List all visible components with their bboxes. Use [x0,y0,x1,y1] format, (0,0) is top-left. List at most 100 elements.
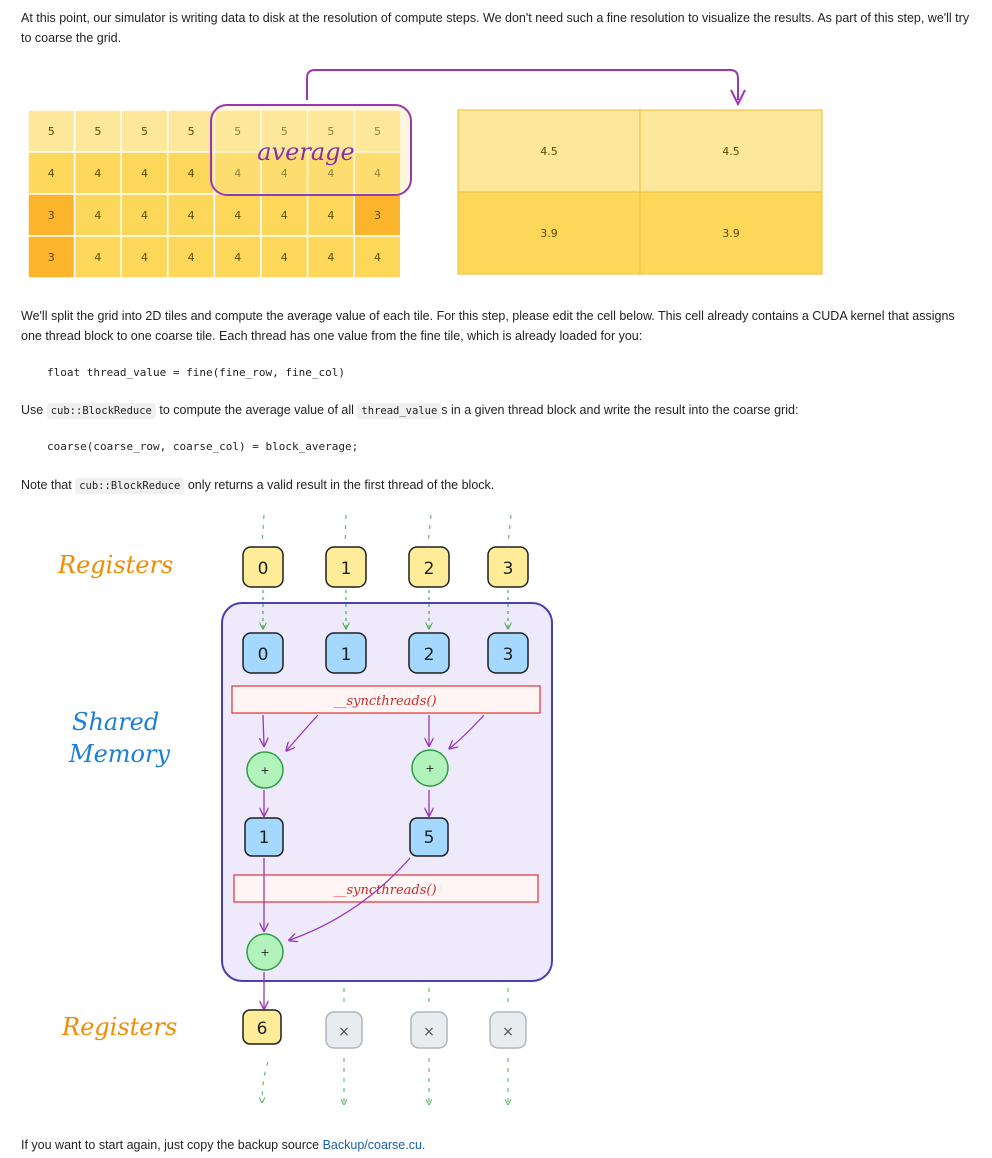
code-cub-blockreduce: cub::BlockReduce [46,403,156,419]
result-register [242,1009,282,1045]
plus-node-1 [246,751,284,789]
fine-cell-value: 5 [48,125,55,138]
fine-cell [73,193,122,237]
coarse-cell [639,191,823,275]
fine-cell-value: 5 [188,125,195,138]
use-paragraph: Use cub::BlockReduce to compute the aver… [21,400,971,421]
code-thread-value: float thread_value = fine(fine_row, fine… [47,366,346,379]
register-value: 1 [341,559,352,579]
fine-cell-value: 4 [234,251,241,264]
fine-cell-value: 4 [48,167,55,180]
fine-cell-value: 5 [327,125,334,138]
fine-cell-value: 4 [374,251,381,264]
shared-value: 2 [424,645,435,665]
fine-cell [120,193,169,237]
register-value: 3 [503,559,514,579]
shared-cell [408,632,450,674]
note-prefix: Note that [21,478,72,492]
fine-cell [167,235,216,279]
shared-cell [487,632,529,674]
fine-cell-value: 4 [94,167,101,180]
coarsen-arrow [306,69,739,100]
fine-cell-value: 4 [234,209,241,222]
fine-cell-value: 3 [48,209,55,222]
syncthreads-label-1: __syncthreads() [333,694,436,709]
fine-cell-value: 5 [94,125,101,138]
fine-cell [213,151,262,195]
average-tile-highlight [210,104,412,196]
fine-cell-value: 4 [374,167,381,180]
plus-sign-1: + [260,764,269,777]
code-block-average: coarse(coarse_row, coarse_col) = block_a… [47,440,359,453]
split-paragraph: We'll split the grid into 2D tiles and c… [21,309,955,343]
cross-icon: × [502,1024,514,1040]
fine-cell-value: 4 [327,167,334,180]
stage1-cell-b [409,817,449,857]
register-cell [487,546,529,588]
coarse-cell [457,109,641,193]
shared-cell [242,632,284,674]
fine-cell-value: 4 [188,251,195,264]
result-value: 6 [257,1019,268,1039]
plus-sign-2: + [425,762,434,775]
fine-cell [120,235,169,279]
code-thread-value-inline: thread_value [357,403,442,419]
shared-cell [325,632,367,674]
fine-cell-value: 4 [188,167,195,180]
fine-cell [167,193,216,237]
shared-value: 3 [503,645,514,665]
fine-cell-value: 4 [94,251,101,264]
fine-cell-value: 4 [94,209,101,222]
fine-cell-value: 4 [281,251,288,264]
stage1-cell-a [244,817,284,857]
coarsen-arrow-head [730,89,746,107]
stage1-value-b: 5 [424,828,435,848]
incoming-dashes [261,514,512,546]
fine-cell-value: 4 [141,251,148,264]
register-cell [325,546,367,588]
fine-cell-value: 4 [141,209,148,222]
use-middle: to compute the average value of all [159,403,354,417]
note-paragraph: Note that cub::BlockReduce only returns … [21,475,971,496]
syncthreads-label-2: __syncthreads() [333,883,436,898]
fine-cell [213,235,262,279]
coarse-cell-value: 4.5 [722,145,740,158]
invalid-register [325,1011,363,1049]
coarse-cell [639,109,823,193]
fine-cell [260,235,309,279]
note-suffix: only returns a valid result in the first… [187,478,495,492]
plus-node-2 [411,749,449,787]
fine-cell [27,151,76,195]
invalid-registers: ××× [325,1011,527,1049]
footer-text: If you want to start again, just copy th… [21,1138,320,1152]
invalid-register [489,1011,527,1049]
fine-cell [353,151,402,195]
fine-cell-value: 5 [374,125,381,138]
fine-cell-value: 4 [327,209,334,222]
cross-icon: × [338,1024,350,1040]
code-cub-blockreduce-note: cub::BlockReduce [75,478,185,494]
shared-value: 1 [341,645,352,665]
intro-paragraph: At this point, our simulator is writing … [21,11,970,45]
fine-cell [353,235,402,279]
coarse-cell-value: 3.9 [722,227,740,240]
backup-link[interactable]: Backup/coarse.cu. [322,1138,426,1152]
fine-cell-value: 5 [281,125,288,138]
fine-cell-value: 4 [281,167,288,180]
fine-cell [167,151,216,195]
coarse-cell-value: 3.9 [540,227,558,240]
syncthreads-bar-1 [231,685,541,714]
footer-paragraph: If you want to start again, just copy th… [21,1135,971,1155]
fine-cell [167,109,216,153]
shared-value: 0 [258,645,269,665]
fine-cell [306,151,355,195]
fine-cell-value: 4 [234,167,241,180]
fine-cell-value: 4 [188,209,195,222]
fine-cell-value: 4 [141,167,148,180]
fine-cell [306,193,355,237]
